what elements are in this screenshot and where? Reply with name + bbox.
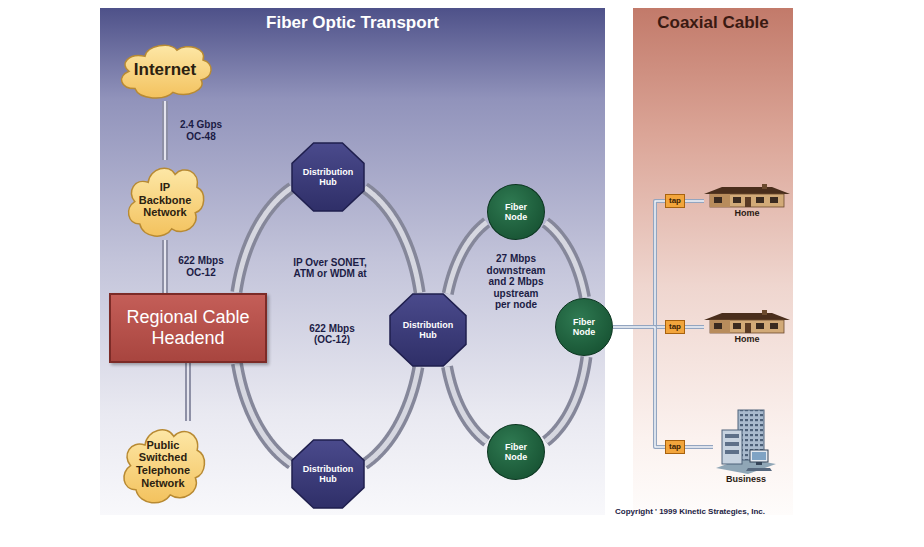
coax-trunk-stroke xyxy=(613,327,665,447)
network-cloud: Public Switched Telephone Network xyxy=(118,421,208,507)
fiber-node-label: Fiber Node xyxy=(494,202,538,223)
fiber-ring xyxy=(364,367,418,464)
fiber-ring xyxy=(237,364,291,465)
coax-trunk xyxy=(613,327,665,447)
fiber-ring xyxy=(447,367,487,442)
fiber-ring xyxy=(546,357,587,442)
fiber-ring-stroke xyxy=(447,367,487,442)
fiber-ring-stroke xyxy=(546,357,587,442)
coax-trunk-stroke xyxy=(613,201,665,327)
cloud-shape xyxy=(122,45,211,98)
backbone-link xyxy=(165,101,166,160)
network-cloud: Internet xyxy=(115,39,215,101)
headend-box: Regional Cable Headend xyxy=(109,293,267,363)
fiber-node: Fiber Node xyxy=(555,298,613,356)
backbone-link xyxy=(188,363,189,421)
coax-drop xyxy=(685,201,704,202)
coax-trunk-stroke xyxy=(613,327,665,447)
coax-trunk-stroke xyxy=(613,201,665,327)
fiber-node-label: Fiber Node xyxy=(562,317,606,338)
fiber-ring-stroke xyxy=(448,222,487,293)
fiber-ring-stroke xyxy=(364,367,418,464)
edge-label: 622 Mbps OC-12 xyxy=(174,255,228,278)
backbone-link-stroke xyxy=(187,363,189,421)
coax-drop-stroke xyxy=(685,326,704,328)
tap-box: tap xyxy=(665,440,685,454)
distribution-hub: Distribution Hub xyxy=(292,440,364,508)
hub-label: Distribution Hub xyxy=(297,464,359,485)
tap-box: tap xyxy=(665,194,685,208)
business-icon: Business xyxy=(713,406,779,486)
backbone-link-stroke xyxy=(164,240,166,293)
network-cloud: IP Backbone Network xyxy=(123,160,207,240)
backbone-link-stroke xyxy=(164,101,166,160)
fiber-ring xyxy=(545,222,585,297)
fiber-node-label: Fiber Node xyxy=(494,442,538,463)
coax-drop-stroke xyxy=(685,325,704,329)
building-label: Business xyxy=(726,474,766,484)
home-icon: Home xyxy=(704,184,790,218)
headend-label: Regional Cable Headend xyxy=(118,307,258,348)
coax-drop-stroke xyxy=(685,446,713,448)
tap-label: tap xyxy=(669,442,681,451)
coax-trunk xyxy=(613,201,665,327)
backbone-link xyxy=(165,240,166,293)
fiber-ring-stroke xyxy=(545,222,585,297)
fiber-ring-stroke xyxy=(365,188,420,293)
fiber-ring xyxy=(365,188,420,293)
coax-drop-stroke xyxy=(685,200,704,202)
edge-label: 2.4 Gbps OC-48 xyxy=(174,119,228,142)
cloud-shape xyxy=(124,430,205,503)
fiber-ring-stroke xyxy=(365,188,420,293)
fiber-ring-stroke xyxy=(236,188,291,293)
copyright-note: Copyright ' 1999 Kinetic Strategies, Inc… xyxy=(615,507,765,516)
home-icon-picture xyxy=(704,184,790,208)
coax-drop-stroke xyxy=(685,199,704,203)
home-icon-picture xyxy=(704,310,790,334)
fiber-node: Fiber Node xyxy=(487,424,545,480)
band-title: Fiber Optic Transport xyxy=(266,13,439,33)
coax-drop xyxy=(685,447,713,448)
backbone-link-stroke xyxy=(162,101,168,160)
octagon-shape xyxy=(292,440,364,508)
octagon-shape xyxy=(292,143,364,211)
cloud-label: IP Backbone Network xyxy=(136,181,194,219)
coax-drop-stroke xyxy=(685,445,713,449)
backbone-link-stroke xyxy=(185,363,191,421)
business-icon-picture xyxy=(714,408,778,474)
tap-label: tap xyxy=(669,322,681,331)
cloud-label: Public Switched Telephone Network xyxy=(132,439,194,490)
building-label: Home xyxy=(734,208,759,218)
fiber-ring-stroke xyxy=(546,357,587,442)
fiber-ring-stroke xyxy=(237,364,291,465)
ring-note: IP Over SONET, ATM or WDM at xyxy=(292,257,368,280)
band-title: Coaxial Cable xyxy=(657,13,769,33)
fiber-ring-stroke xyxy=(237,364,291,465)
fiber-ring xyxy=(236,188,291,293)
fiber-ring-stroke xyxy=(545,222,585,297)
fiber-ring-stroke xyxy=(236,188,291,293)
octagon-shape xyxy=(390,294,466,366)
backbone-link-stroke xyxy=(162,240,168,293)
coax-drop xyxy=(685,327,704,328)
distribution-hub: Distribution Hub xyxy=(390,294,466,366)
home-icon: Home xyxy=(704,310,790,344)
ring-note: 622 Mbps (OC-12) xyxy=(301,323,363,346)
hub-label: Distribution Hub xyxy=(297,167,359,188)
ring-note: 27 Mbps downstream and 2 Mbps upstream p… xyxy=(485,253,547,311)
distribution-hub: Distribution Hub xyxy=(292,143,364,211)
hub-label: Distribution Hub xyxy=(397,320,459,341)
tap-box: tap xyxy=(665,320,685,334)
building-label: Home xyxy=(734,334,759,344)
fiber-ring xyxy=(448,222,487,293)
cloud-label: Internet xyxy=(134,60,196,80)
cloud-shape xyxy=(129,168,204,236)
fiber-ring-stroke xyxy=(364,367,418,464)
fiber-ring-stroke xyxy=(447,367,487,442)
fiber-ring-stroke xyxy=(448,222,487,293)
tap-label: tap xyxy=(669,196,681,205)
fiber-node: Fiber Node xyxy=(487,184,545,240)
